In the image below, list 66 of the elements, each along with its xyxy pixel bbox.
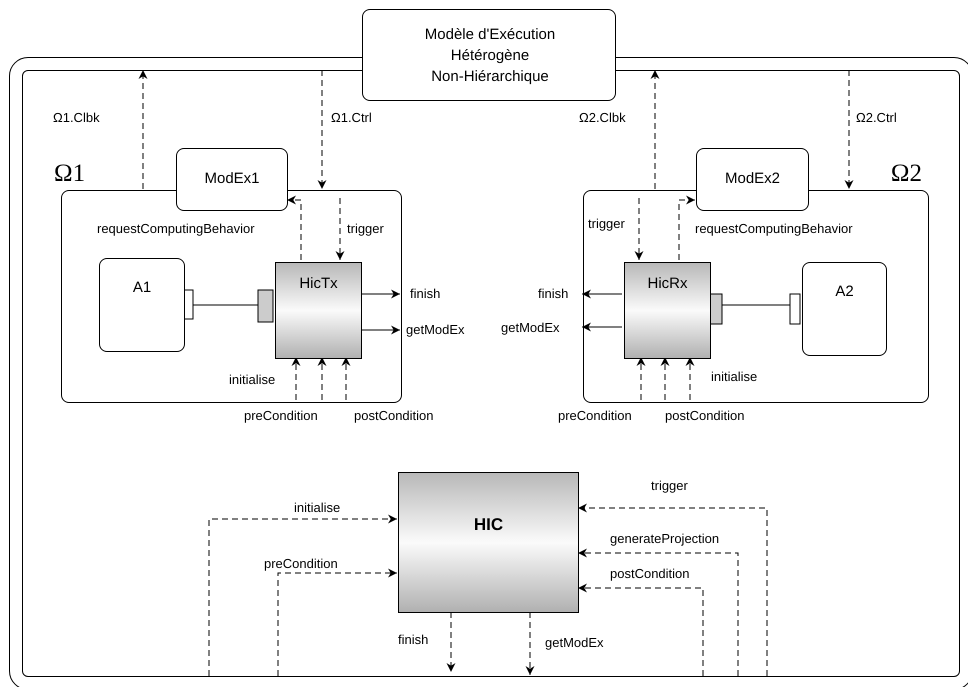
edge-label: postCondition xyxy=(353,408,434,423)
arrow xyxy=(336,198,344,260)
arrow xyxy=(578,548,738,676)
arrow xyxy=(582,290,622,298)
arrow xyxy=(650,70,660,190)
arrow xyxy=(578,504,768,676)
box-label: ModEx2 xyxy=(724,170,782,187)
process-box xyxy=(176,148,288,211)
edge-label: trigger xyxy=(587,216,626,231)
edge-label: requestComputingBehavior xyxy=(96,221,256,236)
edge-label: preCondition xyxy=(243,408,319,423)
hic-box xyxy=(624,262,711,359)
group-heading: Ω2 xyxy=(890,160,922,188)
edge-label: Ω1.Clbk xyxy=(52,110,101,125)
edge-label: getModEx xyxy=(544,635,605,650)
arrow xyxy=(660,356,670,400)
arrow xyxy=(318,70,326,190)
arrow xyxy=(578,584,704,676)
hic-box xyxy=(398,472,579,613)
arrow xyxy=(292,356,300,400)
box-label: ModEx1 xyxy=(203,170,261,187)
arrow xyxy=(278,568,398,676)
edge-label: getModEx xyxy=(500,320,561,335)
process-box xyxy=(99,258,185,352)
edge-label: initialise xyxy=(293,500,342,515)
edge-label: initialise xyxy=(228,372,276,387)
arrow xyxy=(686,356,694,400)
arrow xyxy=(526,612,534,676)
hic-box xyxy=(275,262,362,359)
edge-label: preCondition xyxy=(557,408,633,423)
arrow xyxy=(634,198,644,260)
arrow xyxy=(208,514,398,676)
arrow xyxy=(844,70,854,190)
process-box xyxy=(802,262,887,356)
box-label: A1 xyxy=(132,279,152,296)
edge-label: postCondition xyxy=(664,408,746,423)
edge-label: generateProjection xyxy=(609,531,720,546)
arrow xyxy=(286,196,302,260)
group-heading: Ω1 xyxy=(54,160,86,188)
edge-label: finish xyxy=(537,286,570,301)
process-box xyxy=(696,148,809,211)
edge-label: trigger xyxy=(650,478,689,493)
edge-label: finish xyxy=(397,632,430,647)
title-box xyxy=(362,9,616,101)
edge-label: preCondition xyxy=(263,556,339,571)
edge-label: Ω1.Ctrl xyxy=(330,110,373,125)
arrow xyxy=(446,612,456,672)
arrow xyxy=(582,322,622,332)
box-label: HicTx xyxy=(298,275,339,292)
edge-label: getModEx xyxy=(405,322,466,337)
box-label: HIC xyxy=(472,515,504,535)
arrow xyxy=(678,196,696,260)
arrow xyxy=(318,356,326,400)
title-text: Modèle d'Exécution Hétérogène Non-Hiérarchique xyxy=(424,25,556,87)
edge-label: Ω2.Ctrl xyxy=(855,110,898,125)
box-label: A2 xyxy=(834,283,855,300)
arrow xyxy=(636,356,646,400)
arrow xyxy=(138,70,148,190)
edge-label: finish xyxy=(409,286,442,301)
edge-label: requestComputingBehavior xyxy=(694,221,854,236)
edge-label: trigger xyxy=(346,221,385,236)
edge-label: initialise xyxy=(710,369,758,384)
edge-label: postCondition xyxy=(609,566,690,581)
box-label: HicRx xyxy=(646,275,688,292)
arrow xyxy=(342,356,350,400)
edge-label: Ω2.Clbk xyxy=(578,110,627,125)
